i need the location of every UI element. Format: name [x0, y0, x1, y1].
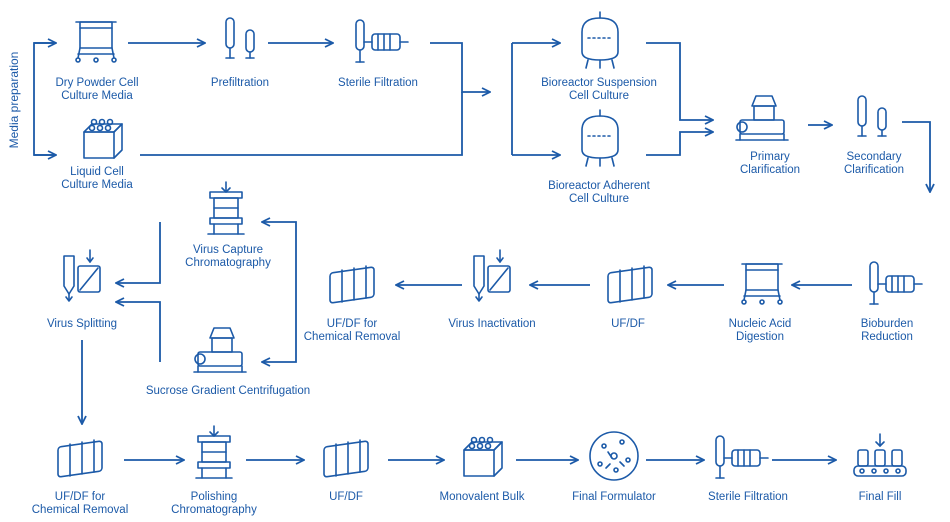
cassette-icon	[329, 265, 375, 304]
media-preparation-label: Media preparation	[7, 51, 21, 149]
inactivation-tank-icon	[473, 249, 511, 302]
label-bioburden-reduction: Bioburden Reduction	[860, 318, 914, 343]
label-monovalent-bulk: Monovalent Bulk	[439, 491, 525, 503]
bioreactor-icon	[581, 109, 619, 167]
label-ufdf-chemical-2: UF/DF for Chemical Removal	[31, 491, 129, 516]
label-nucleic-acid-digestion: Nucleic Acid Digestion	[728, 318, 792, 343]
label-ufdf-2: UF/DF	[329, 491, 363, 503]
label-liquid-media: Liquid Cell Culture Media	[61, 166, 133, 191]
label-bioreactor-suspension: Bioreactor Suspension Cell Culture	[541, 77, 657, 102]
filter-pair-icon	[225, 17, 255, 59]
label-sterile-filtration-1: Sterile Filtration	[338, 77, 418, 89]
label-virus-inactivation: Virus Inactivation	[448, 318, 536, 330]
label-final-fill: Final Fill	[858, 491, 902, 503]
cart-icon	[75, 21, 117, 63]
cassette-icon	[323, 439, 369, 478]
centrifuge-icon	[193, 327, 247, 373]
bulk-bottles-icon	[463, 436, 503, 477]
label-virus-splitting: Virus Splitting	[46, 318, 118, 330]
label-ufdf-1: UF/DF	[611, 318, 645, 330]
sterile-filter-icon	[869, 261, 923, 305]
fill-line-icon	[853, 433, 907, 477]
cart-icon	[741, 263, 783, 305]
centrifuge-icon	[735, 95, 789, 141]
arrow-to-bioreactors	[430, 42, 490, 92]
label-prefiltration: Prefiltration	[210, 77, 270, 89]
label-dry-powder: Dry Powder Cell Culture Media	[55, 77, 139, 102]
label-secondary-clarification: Secondary Clarification	[843, 151, 905, 176]
media-prep-bracket	[33, 42, 56, 156]
label-ufdf-chemical-1: UF/DF for Chemical Removal	[303, 318, 401, 343]
chromatography-press-icon	[207, 181, 245, 235]
cassette-icon	[607, 265, 653, 304]
bioreactor-icon	[581, 11, 619, 69]
line-liquid-media	[140, 92, 463, 156]
media-bottles-icon	[83, 118, 123, 159]
label-final-formulator: Final Formulator	[572, 491, 656, 503]
sterile-filter-icon	[355, 19, 409, 63]
sterile-filter-icon	[715, 435, 769, 479]
filter-pair-icon	[857, 95, 887, 137]
label-sterile-filtration-2: Sterile Filtration	[708, 491, 788, 503]
connector-lines	[33, 42, 930, 460]
chromatography-press-icon	[195, 425, 233, 479]
label-virus-capture: Virus Capture Chromatography	[185, 244, 271, 269]
label-polishing-chromatography: Polishing Chromatography	[171, 491, 257, 516]
formulator-icon	[589, 431, 639, 481]
cassette-icon	[57, 439, 103, 478]
label-bioreactor-adherent: Bioreactor Adherent Cell Culture	[548, 180, 650, 205]
label-primary-clarification: Primary Clarification	[739, 151, 801, 176]
label-sucrose-gradient: Sucrose Gradient Centrifugation	[145, 385, 311, 397]
splitting-tank-icon	[63, 249, 101, 302]
